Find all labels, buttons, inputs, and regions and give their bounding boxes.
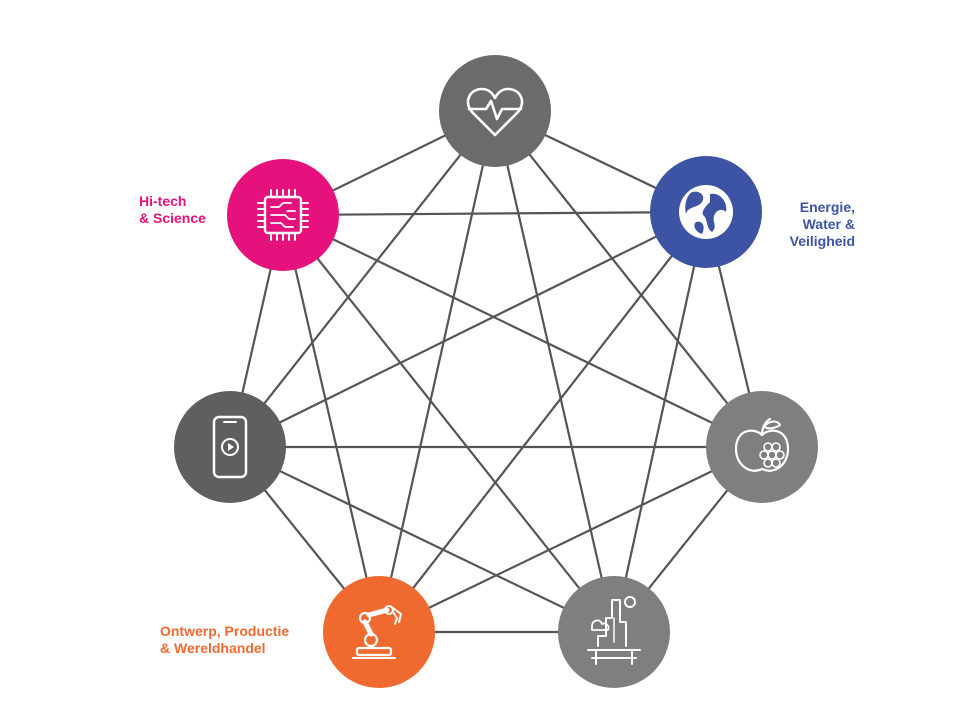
edge-health-media (229, 110, 496, 448)
smartphone-play-icon (212, 415, 248, 479)
globe-icon (679, 185, 733, 239)
edge-energy-city (612, 211, 708, 633)
edge-energy-production (378, 211, 707, 633)
label-production: Ontwerp, Productie & Wereldhandel (160, 623, 290, 656)
robot-arm-icon (352, 605, 402, 659)
microchip-icon (257, 189, 309, 241)
apple-icon (734, 417, 790, 472)
edge-health-production (377, 110, 497, 633)
node-hitech (227, 159, 339, 271)
edge-energy-hitech (282, 210, 707, 217)
node-media (174, 391, 286, 503)
edge-production-hitech (281, 214, 381, 633)
nodes (174, 55, 818, 688)
edge-energy-media (229, 211, 707, 448)
node-production (323, 576, 435, 688)
label-energy: Energie, Water & Veiligheid (789, 199, 855, 249)
node-health (439, 55, 551, 167)
city-skyline-icon (587, 596, 641, 665)
edge-food-hitech (282, 214, 763, 448)
node-energy (650, 156, 762, 268)
edge-health-city (493, 110, 616, 633)
edge-city-hitech (282, 214, 615, 633)
heart-pulse-icon (466, 87, 524, 137)
node-food (706, 391, 818, 503)
edge-city-media (229, 446, 615, 633)
edge-food-production (378, 446, 763, 633)
node-city (558, 576, 670, 688)
node-circle-food (706, 391, 818, 503)
node-circle-production (323, 576, 435, 688)
edge-health-food (494, 110, 763, 448)
label-hitech: Hi-tech & Science (139, 193, 206, 226)
